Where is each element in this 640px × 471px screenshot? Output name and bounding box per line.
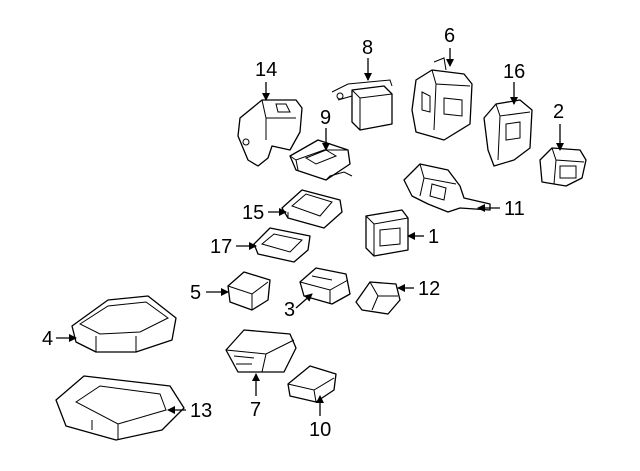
callout-8: 8 — [362, 37, 373, 59]
part-5-module[interactable] — [227, 271, 271, 311]
callout-17: 17 — [210, 236, 232, 258]
part-15-module[interactable] — [281, 189, 343, 229]
callout-11: 11 — [504, 198, 525, 220]
leader-3 — [295, 293, 313, 309]
callout-16: 16 — [503, 61, 525, 83]
callout-12: 12 — [418, 278, 440, 300]
callout-labels: 14 8 6 16 2 9 11 15 1 17 5 3 12 4 7 10 1… — [42, 25, 564, 441]
callout-9: 9 — [320, 107, 331, 129]
callout-7: 7 — [250, 399, 261, 421]
part-14-bracket[interactable] — [237, 99, 303, 167]
callout-14: 14 — [255, 59, 277, 81]
part-16-module[interactable] — [483, 99, 533, 167]
part-17-tray[interactable] — [253, 227, 311, 263]
callout-1: 1 — [428, 226, 439, 248]
part-9-sensor-module[interactable] — [289, 139, 353, 181]
part-2-sensor[interactable] — [539, 147, 587, 187]
part-7-relay-box[interactable] — [225, 329, 297, 373]
callout-6: 6 — [444, 25, 455, 47]
part-11-bracket[interactable] — [403, 163, 491, 213]
part-6-junction-box[interactable] — [411, 57, 473, 141]
part-8-module[interactable] — [331, 79, 393, 131]
part-1-ecu[interactable] — [365, 209, 409, 257]
callout-4: 4 — [42, 328, 53, 350]
part-13-tray[interactable] — [55, 375, 185, 441]
callout-10: 10 — [309, 419, 331, 441]
leader-lines — [56, 48, 564, 416]
part-12-bracket[interactable] — [355, 281, 401, 315]
callout-3: 3 — [284, 299, 295, 321]
callout-2: 2 — [553, 101, 564, 123]
callout-5: 5 — [190, 282, 201, 304]
callout-13: 13 — [190, 400, 212, 422]
callout-15: 15 — [242, 202, 264, 224]
part-10-control-unit[interactable] — [287, 365, 337, 403]
part-4-module[interactable] — [71, 295, 177, 353]
